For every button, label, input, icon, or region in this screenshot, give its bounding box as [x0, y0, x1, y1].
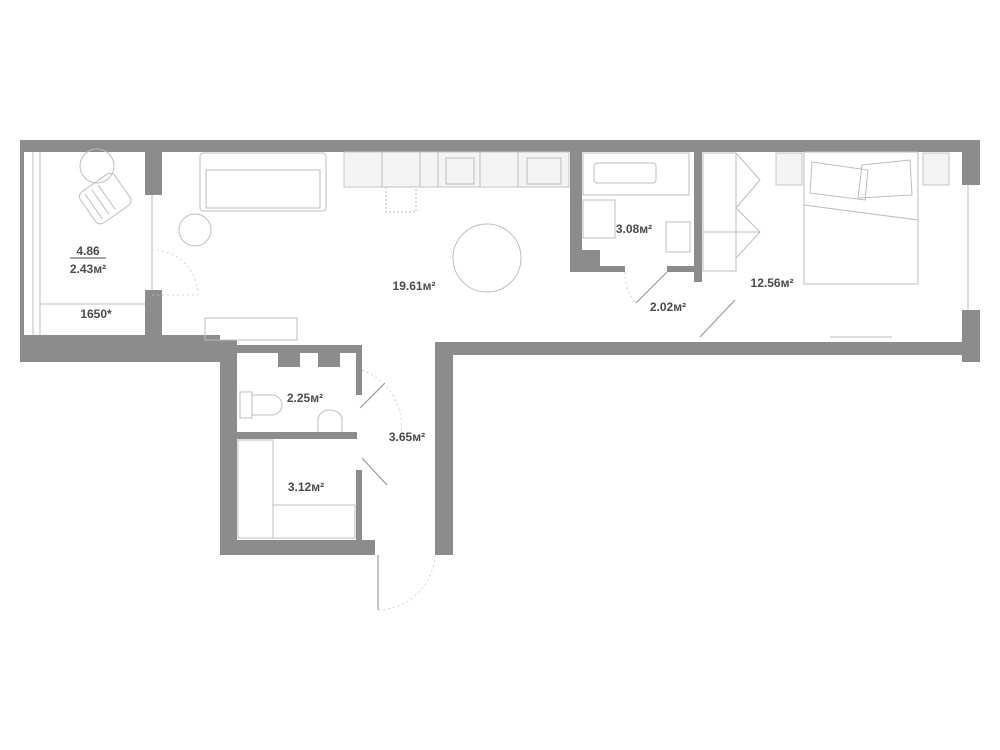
- wardrobe-room: 3.12м²: [237, 439, 356, 539]
- toilet-icon: [251, 394, 283, 416]
- balcony-total-area: 4.86: [76, 244, 100, 258]
- washing-machine-icon: [582, 199, 616, 239]
- balcony-width-dimension: 1650*: [80, 307, 112, 321]
- balcony: 4.86 2.43м² 1650*: [32, 148, 199, 335]
- wardrobe-icon: [702, 152, 737, 272]
- balcony-area: 2.43м²: [70, 262, 106, 276]
- toilet: 2.25м²: [239, 369, 402, 441]
- washbasin-icon: [665, 221, 691, 253]
- bedroom: 12.56м²: [702, 151, 969, 338]
- room-area-bedroom: 12.56м²: [751, 276, 794, 290]
- dining-table-icon: [452, 223, 522, 293]
- bathroom: 3.08м²: [582, 152, 691, 304]
- walls: [20, 140, 980, 555]
- room-area-living: 19.61м²: [393, 279, 436, 293]
- room-area-corridor: 3.65м²: [389, 430, 425, 444]
- armchair-icon: [79, 172, 132, 225]
- sink-icon: [526, 157, 562, 185]
- room-area-bathroom: 3.08м²: [616, 222, 652, 236]
- washbasin-icon: [317, 409, 343, 432]
- room-area-wardrobe: 3.12м²: [288, 480, 324, 494]
- room-area-toilet: 2.25м²: [287, 391, 323, 405]
- room-area-hall: 2.02м²: [650, 300, 686, 314]
- bathtub-icon: [582, 152, 690, 196]
- tv-stand-icon: [204, 317, 298, 341]
- sofa-icon: [199, 152, 327, 212]
- side-table-icon: [178, 213, 212, 247]
- living-kitchen: 19.61м²: [178, 151, 570, 341]
- stove-icon: [445, 157, 475, 185]
- kitchen-counter: [343, 151, 570, 188]
- bed-icon: [803, 151, 919, 285]
